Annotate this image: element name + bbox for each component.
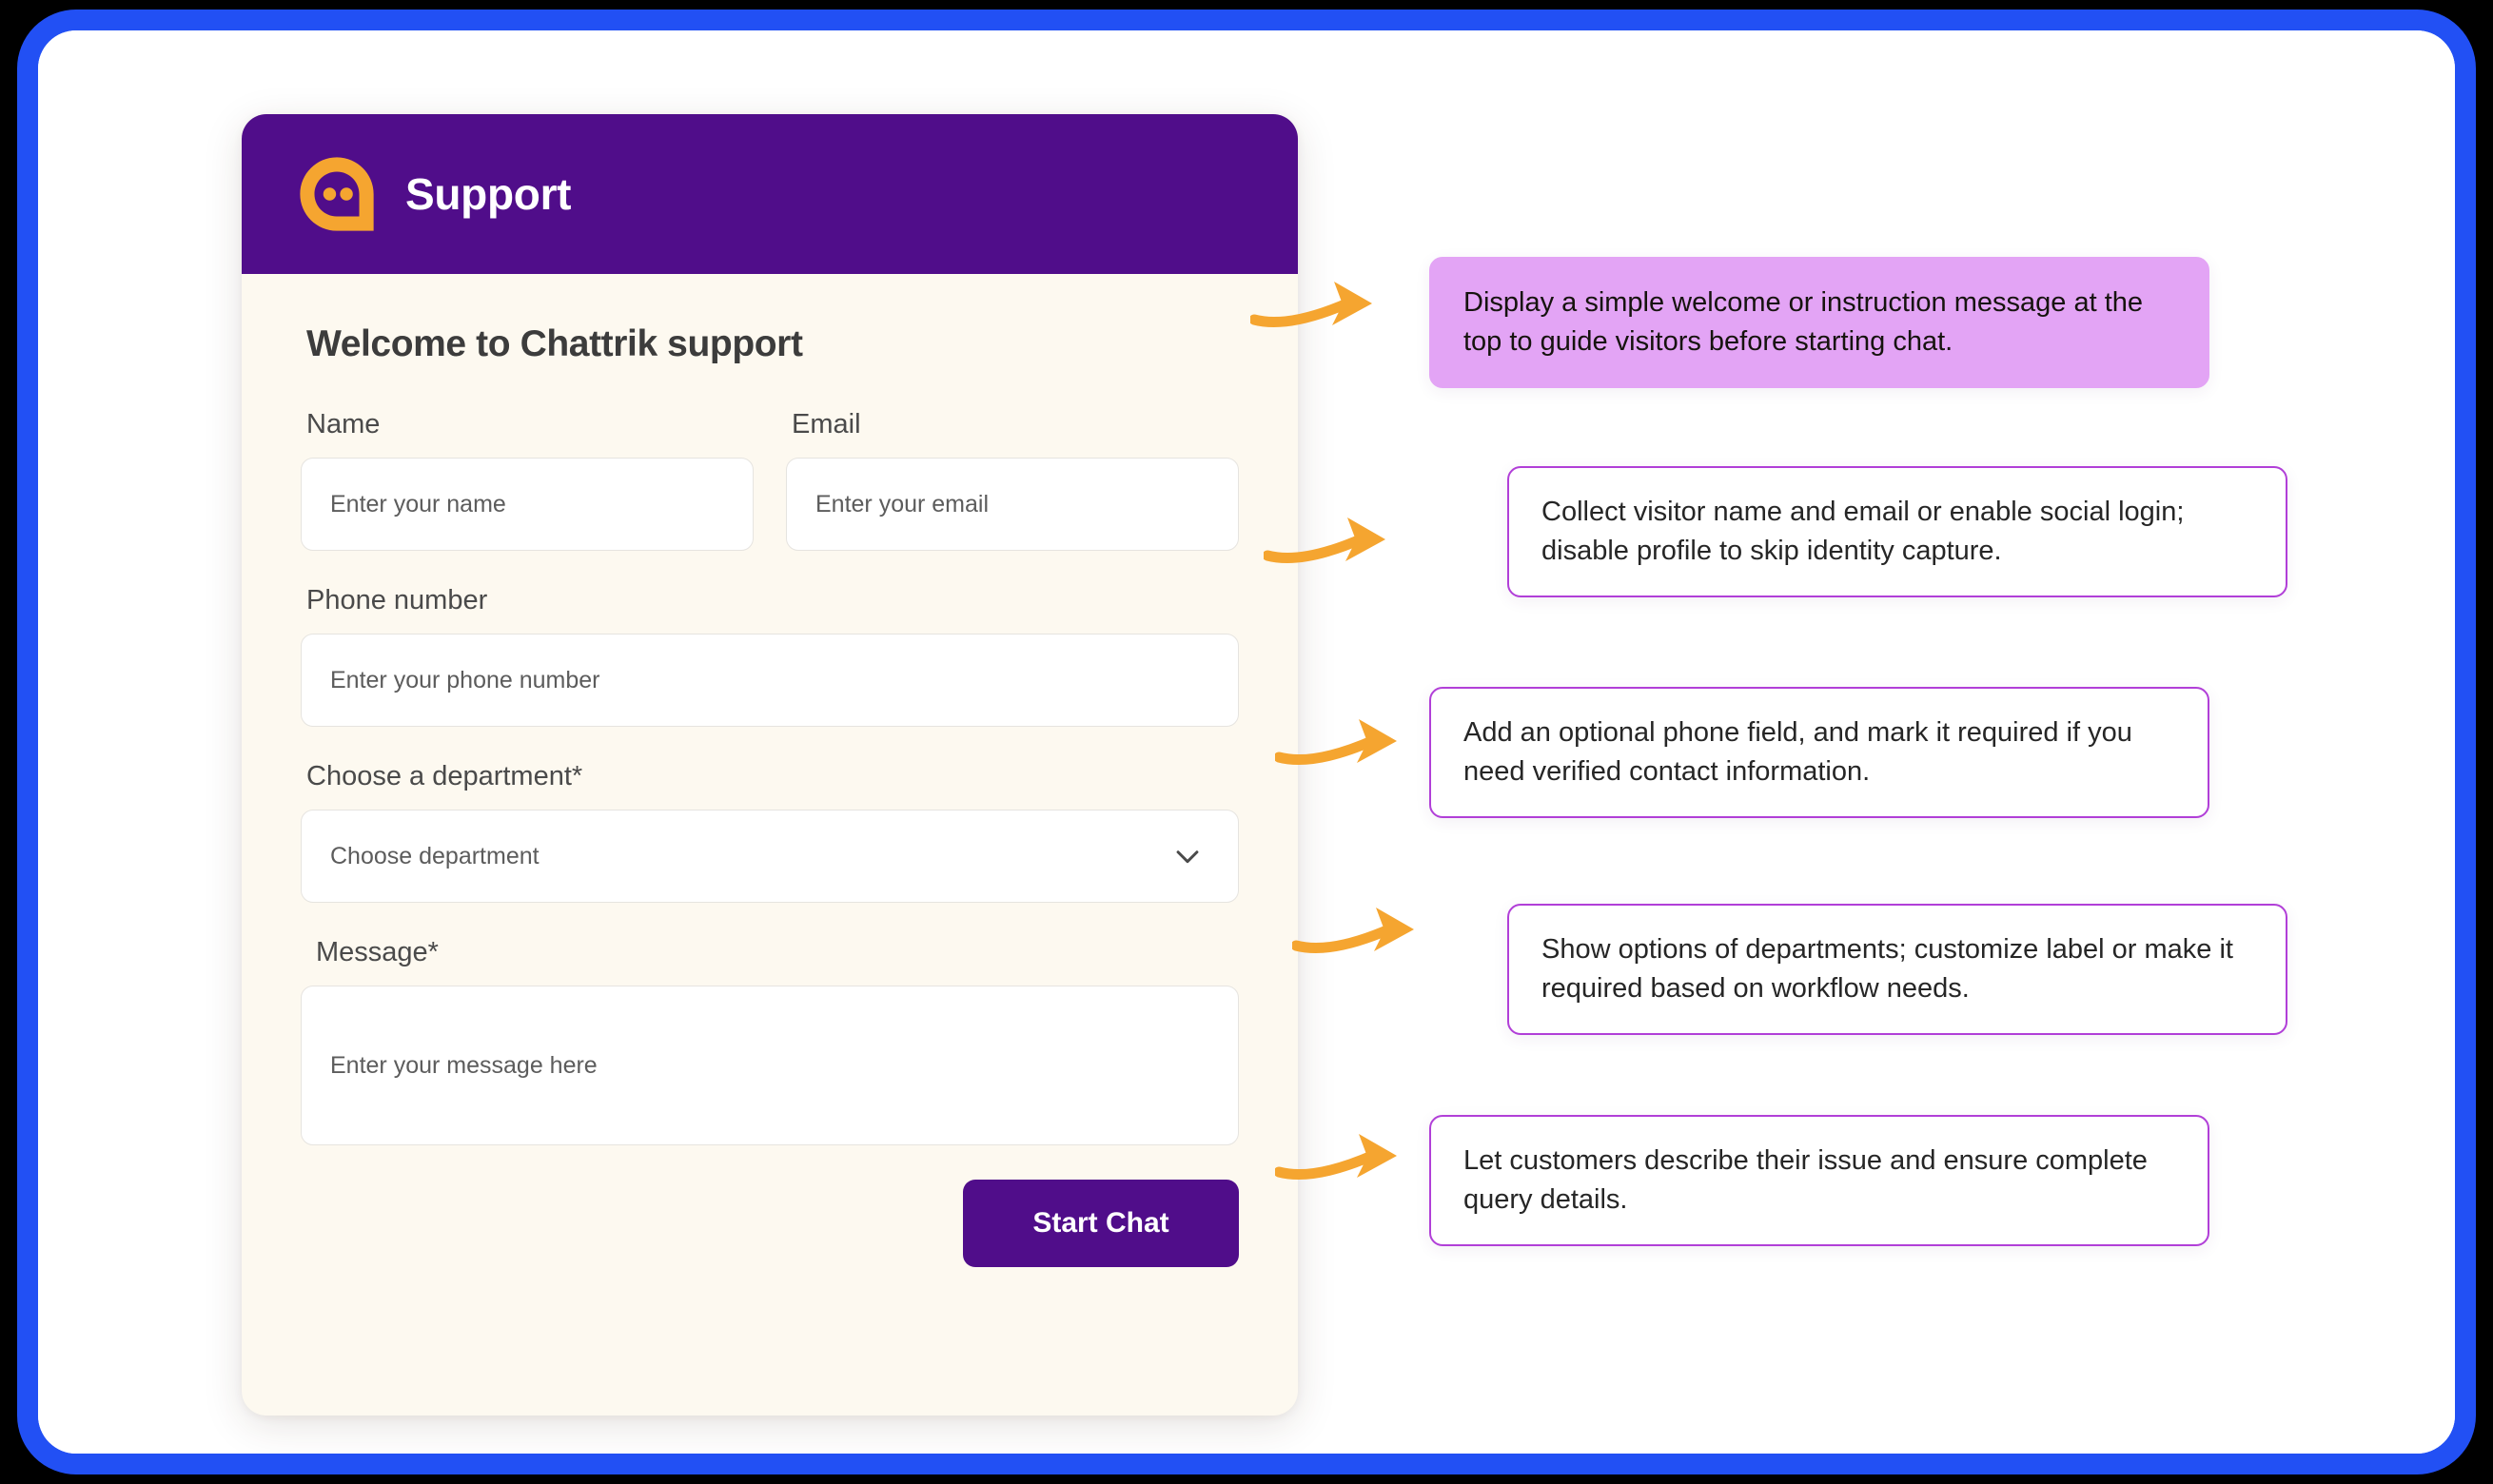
name-field-group: Name Enter your name — [301, 409, 754, 551]
chat-bubble-logo-icon — [300, 157, 374, 231]
phone-input[interactable]: Enter your phone number — [301, 634, 1239, 727]
phone-label: Phone number — [306, 585, 488, 615]
message-field-group: Message* Enter your message here — [301, 937, 1239, 1145]
email-label: Email — [792, 409, 861, 439]
department-label: Choose a department* — [306, 761, 583, 791]
orange-arrow-right-icon — [1275, 1134, 1397, 1180]
chat-widget-header: Support — [242, 114, 1298, 274]
chat-widget-panel: Support Welcome to Chattrik support Name… — [242, 114, 1298, 1416]
orange-arrow-right-icon — [1264, 517, 1385, 563]
annotation-callout: Show options of departments; customize l… — [1507, 904, 2287, 1036]
chat-widget-title: Support — [405, 169, 572, 219]
message-textarea[interactable]: Enter your message here — [301, 986, 1239, 1145]
orange-arrow-right-icon — [1292, 908, 1414, 953]
name-label: Name — [306, 409, 381, 439]
email-input[interactable]: Enter your email — [786, 458, 1239, 551]
message-label: Message* — [316, 937, 439, 967]
start-chat-button[interactable]: Start Chat — [963, 1180, 1239, 1267]
name-email-row: Name Enter your name Email Enter your em… — [301, 409, 1239, 551]
chat-widget-form: Welcome to Chattrik support Name Enter y… — [242, 274, 1298, 1267]
frame-inner-canvas: Support Welcome to Chattrik support Name… — [38, 30, 2455, 1454]
annotation-callout: Collect visitor name and email or enable… — [1507, 466, 2287, 598]
department-field-group: Choose a department* Choose department — [301, 761, 1239, 903]
department-select-value: Choose department — [330, 842, 540, 869]
name-input[interactable]: Enter your name — [301, 458, 754, 551]
phone-field-group: Phone number Enter your phone number — [301, 585, 1239, 727]
email-field-group: Email Enter your email — [786, 409, 1239, 551]
welcome-heading: Welcome to Chattrik support — [306, 323, 803, 364]
annotation-callout: Display a simple welcome or instruction … — [1429, 257, 2209, 389]
annotation-callout: Add an optional phone field, and mark it… — [1429, 687, 2209, 819]
orange-arrow-right-icon — [1275, 719, 1397, 765]
chevron-down-icon — [1176, 850, 1199, 864]
department-select[interactable]: Choose department — [301, 810, 1239, 903]
annotation-callout: Let customers describe their issue and e… — [1429, 1115, 2209, 1247]
submit-row: Start Chat — [301, 1180, 1239, 1267]
orange-arrow-right-icon — [1250, 282, 1372, 327]
outer-blue-frame: Support Welcome to Chattrik support Name… — [17, 10, 2476, 1474]
